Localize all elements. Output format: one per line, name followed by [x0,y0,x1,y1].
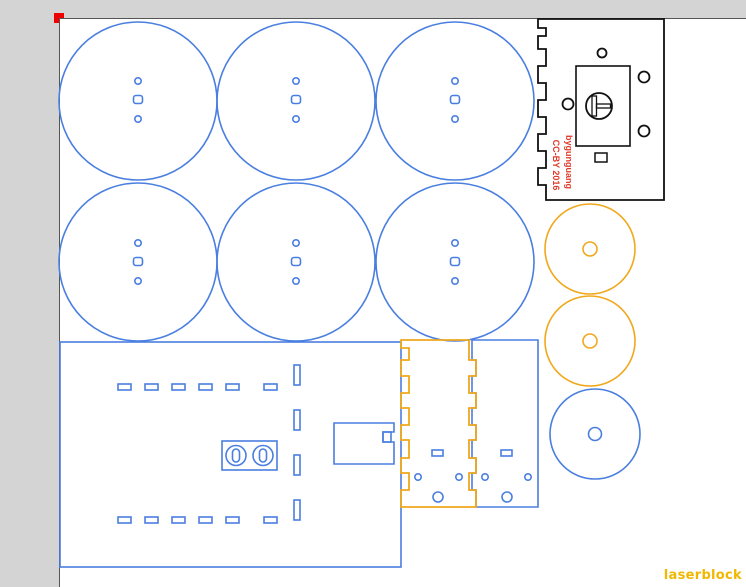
big-circle-part[interactable] [58,182,218,342]
orange-washer-part[interactable] [544,295,636,387]
big-circle-part[interactable] [216,182,376,342]
blue-washer-part[interactable] [549,388,641,480]
side-panel-part[interactable] [471,339,539,508]
big-circle-part[interactable] [375,182,535,342]
big-circle-part[interactable] [216,21,376,181]
watermark-logo: laserblock [663,568,742,583]
big-circle-part[interactable] [375,21,535,181]
orange-side-panel-part[interactable] [400,339,477,508]
base-plate-part[interactable] [59,341,402,568]
orange-washer-part[interactable] [544,203,636,295]
engraving-line-2: bygunguang [564,135,574,189]
design-canvas[interactable] [59,18,746,587]
big-circle-group [58,21,535,342]
washer-group [544,203,636,387]
engraving-line-1: CC-BY 2016 [551,140,561,191]
engraving-text: CC-BY 2016 [551,140,561,191]
black-panel-part[interactable]: CC-BY 2016 bygunguang [537,18,665,201]
big-circle-part[interactable] [58,21,218,181]
engraving-text: bygunguang [564,135,574,189]
